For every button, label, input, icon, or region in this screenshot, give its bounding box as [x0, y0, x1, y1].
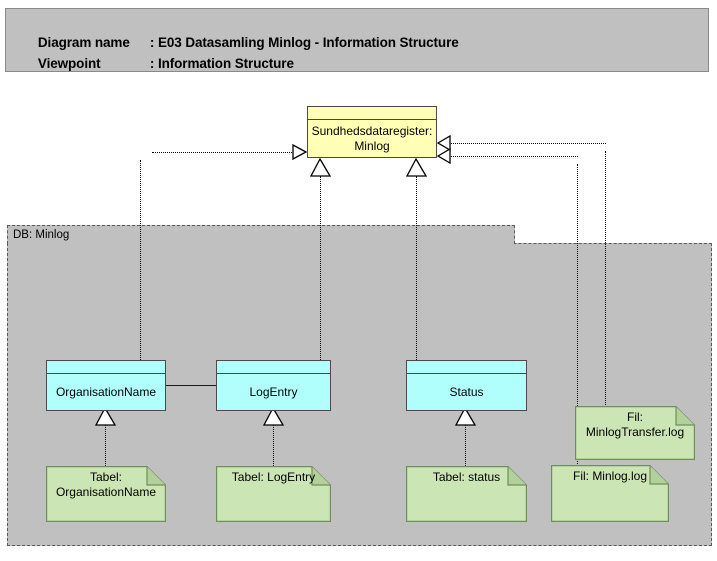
- connector-logentry-to-minlog: [320, 176, 321, 360]
- viewpoint-value: : Information Structure: [149, 56, 294, 71]
- artifact-fil-minlog-log-label: Fil: Minlog.log: [572, 469, 648, 483]
- connector-organisationname-to-minlog-horizontal: [152, 152, 304, 153]
- artifact-tabel-organisationname-label: Tabel: OrganisationName: [55, 470, 157, 499]
- data-object-header-strip: [47, 361, 165, 374]
- data-object-organisationname[interactable]: OrganisationName: [46, 360, 166, 411]
- artifact-shape: [575, 406, 695, 460]
- artifact-shape: [406, 466, 527, 522]
- artifact-shape: [46, 466, 166, 522]
- connector-tabel-logentry: [273, 424, 274, 466]
- connector-minlogtransfer-to-minlog-vertical: [605, 151, 606, 409]
- diagram-name-line: Diagram name : E03 Datasamling Minlog - I…: [16, 20, 459, 65]
- data-object-header-strip: [407, 361, 526, 374]
- data-object-header-strip: [217, 361, 330, 374]
- artifact-tabel-organisationname[interactable]: Tabel: OrganisationName: [46, 466, 166, 522]
- artifact-tabel-status[interactable]: Tabel: status: [406, 466, 527, 522]
- connector-organisationname-logentry-association: [166, 385, 216, 386]
- data-object-logentry[interactable]: LogEntry: [216, 360, 331, 411]
- group-db-minlog-tab[interactable]: DB: Minlog: [7, 225, 515, 244]
- diagram-name-label: Diagram name: [37, 35, 130, 50]
- group-db-minlog-label: DB: Minlog: [13, 229, 70, 241]
- diagram-title-box: Diagram name : E03 Datasamling Minlog - I…: [5, 8, 709, 72]
- business-object-minlog-label: Sundhedsdataregister: Minlog: [311, 123, 433, 153]
- artifact-fil-minlogtransfer-log[interactable]: Fil: MinlogTransfer.log: [575, 406, 695, 460]
- artifact-tabel-logentry[interactable]: Tabel: LogEntry: [216, 466, 331, 522]
- business-object-minlog[interactable]: Sundhedsdataregister: Minlog: [307, 106, 437, 158]
- artifact-tabel-status-label: Tabel: status: [432, 470, 501, 484]
- data-object-organisationname-label: OrganisationName: [55, 384, 157, 399]
- artifact-fil-minlogtransfer-log-label: Fil: MinlogTransfer.log: [585, 410, 685, 439]
- data-object-status-label: Status: [449, 384, 484, 399]
- group-seam: [8, 242, 514, 245]
- business-object-header-strip: [308, 107, 436, 120]
- data-object-logentry-label: LogEntry: [249, 384, 298, 399]
- artifact-tabel-logentry-label: Tabel: LogEntry: [231, 470, 316, 484]
- connector-minlogtransfer-to-minlog-horizontal: [446, 143, 606, 144]
- data-object-status[interactable]: Status: [406, 360, 527, 411]
- connector-tabel-status: [465, 424, 466, 466]
- artifact-shape: [551, 465, 669, 522]
- artifact-shape: [216, 466, 331, 522]
- viewpoint-label: Viewpoint: [37, 56, 101, 71]
- connector-minloglog-to-minlog-vertical: [577, 164, 578, 466]
- connector-organisationname-to-minlog-vertical: [140, 160, 141, 360]
- viewpoint-line: Viewpoint : Information Structure: [16, 41, 294, 86]
- connector-minloglog-to-minlog-horizontal: [446, 156, 578, 157]
- connector-tabel-organisationname: [105, 424, 106, 466]
- connector-status-to-minlog: [416, 176, 417, 360]
- artifact-fil-minlog-log[interactable]: Fil: Minlog.log: [551, 465, 669, 522]
- diagram-name-value: : E03 Datasamling Minlog - Information S…: [149, 35, 459, 50]
